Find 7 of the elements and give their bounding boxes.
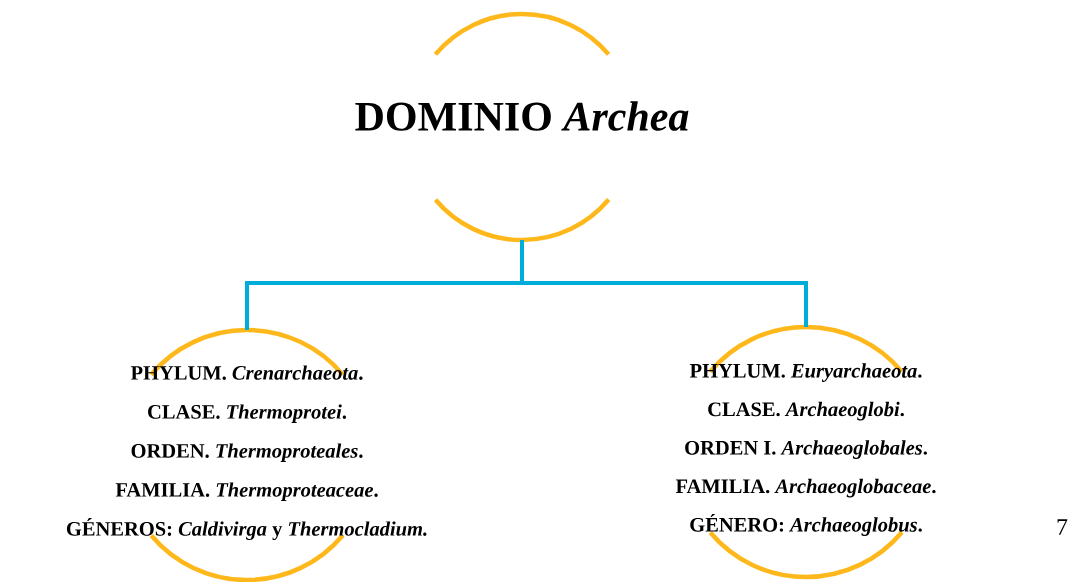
taxonomy-node: PHYLUM. Crenarchaeota. CLASE. Thermoprotei. ORDEN. Thermoproteales. FAMILIA. Thermoproteaceae. GÉNEROS: Caldivirga y Thermocladium. xyxy=(66,327,427,582)
circle-title-node: DOMINIO Archea xyxy=(355,11,689,243)
taxonomy-node: PHYLUM. Euryarchaeota. CLASE. Archaeoglobi. ORDEN I. Archaeoglobales. FAMILIA. Archaeoglobaceae. GÉNERO: Archaeoglobus. xyxy=(675,324,936,580)
node-label: . xyxy=(932,489,936,494)
connector-line xyxy=(520,240,808,327)
node-label: . xyxy=(374,493,378,497)
page-number: 7 xyxy=(1057,519,1068,535)
